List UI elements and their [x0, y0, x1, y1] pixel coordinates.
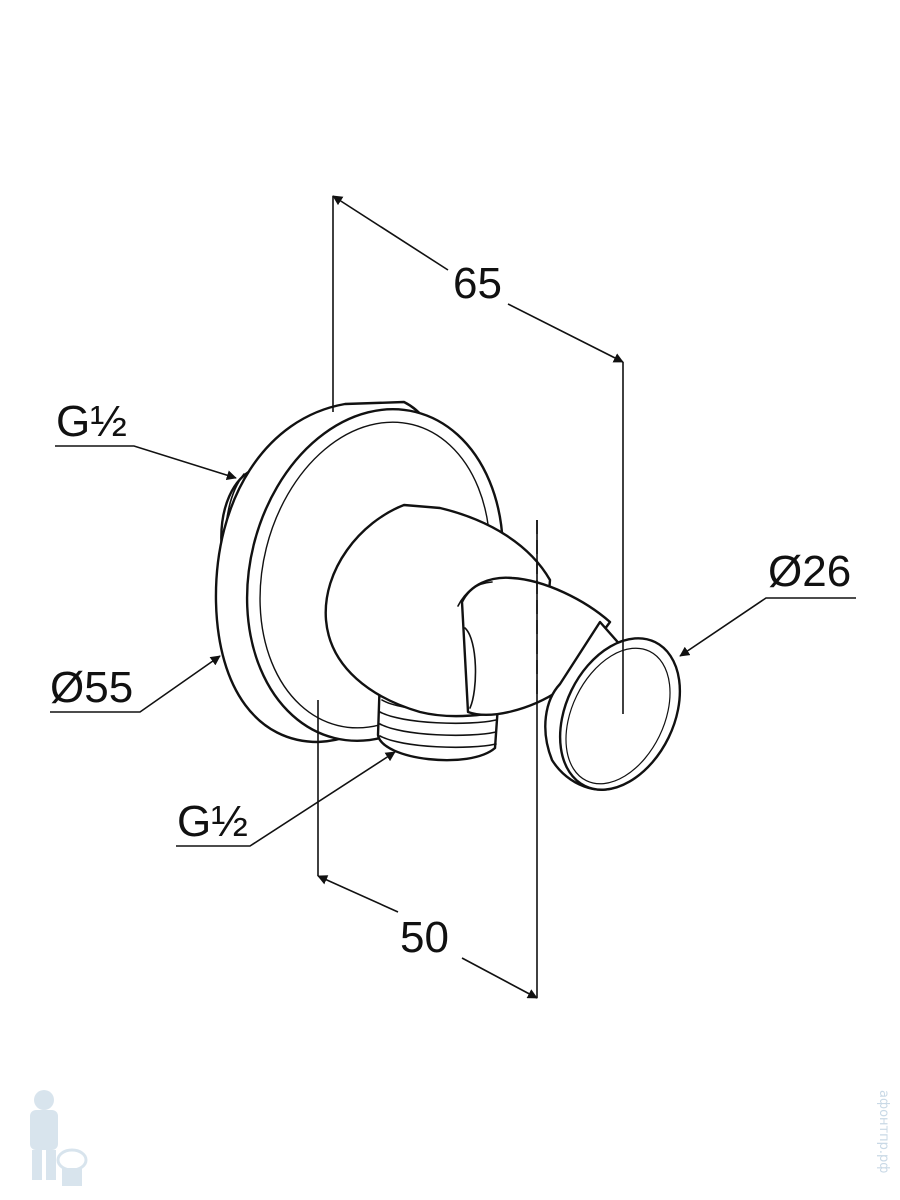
dimension-lines [50, 195, 856, 999]
dimension-labels: 65 50 G½ G½ Ø55 Ø26 [50, 259, 851, 962]
diameter-label-flange: Ø55 [50, 663, 133, 712]
holder-arm [324, 503, 612, 718]
dim-line-50-a [317, 875, 399, 913]
watermark-logo [30, 1090, 88, 1186]
thread-label-lower: G½ [177, 797, 248, 846]
dim-line-65-b [507, 303, 624, 363]
holder-cup [544, 620, 682, 791]
thread-label-upper: G½ [56, 397, 127, 446]
watermark-site-text: афонтпр.рф [876, 1090, 891, 1173]
leader-diameter-flange [50, 655, 221, 713]
leader-diameter-holder [679, 597, 856, 657]
dim-label-50: 50 [400, 913, 449, 962]
dim-line-50-b [461, 957, 538, 999]
leader-thread-upper [55, 445, 237, 481]
dim-label-65: 65 [453, 259, 502, 308]
wall-outlet-body [214, 400, 682, 791]
dim-line-65-a [332, 195, 449, 271]
diameter-label-holder: Ø26 [768, 547, 851, 596]
leader-thread-lower [176, 751, 396, 847]
